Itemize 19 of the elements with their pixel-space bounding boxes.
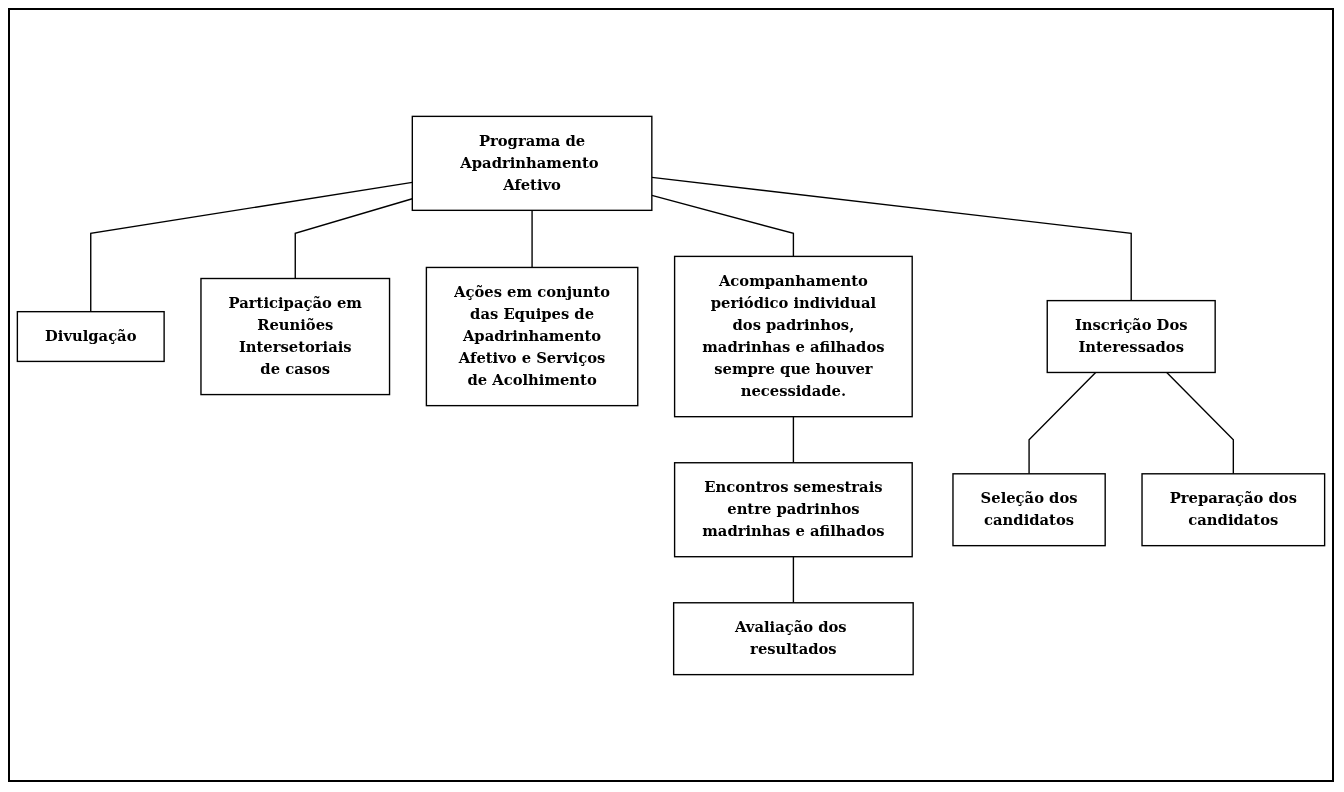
node-box: Participação em Reuniões Intersetoriais de casos [200,277,391,395]
connector [792,555,795,603]
node-box: Seleção dos candidatos [952,472,1106,546]
node-box: Inscrição Dos Interessados [1046,299,1216,373]
node-box: Divulgação [16,310,165,362]
node-box: Programa de Apadrinhamento Afetivo [411,115,653,211]
node-box: Encontros semestrais entre padrinhos madrinhas e afilhados [673,461,913,557]
connector [651,194,795,257]
connector [792,415,795,463]
connector [294,197,413,279]
node-box: Avaliação dos resultados [672,601,914,675]
connector [90,181,413,312]
connector [531,209,533,268]
node-box: Preparação dos candidatos [1141,472,1326,546]
connector [1166,371,1234,474]
connector [1028,371,1097,474]
connector [651,176,1132,301]
node-box: Ações em conjunto das Equipes de Apadrinhamento Afetivo e Serviços de Acolhimento [425,266,639,406]
node-box: Acompanhamento periódico individual dos padrinhos, madrinhas e afilhados sempre que houver necessidade. [673,255,913,417]
